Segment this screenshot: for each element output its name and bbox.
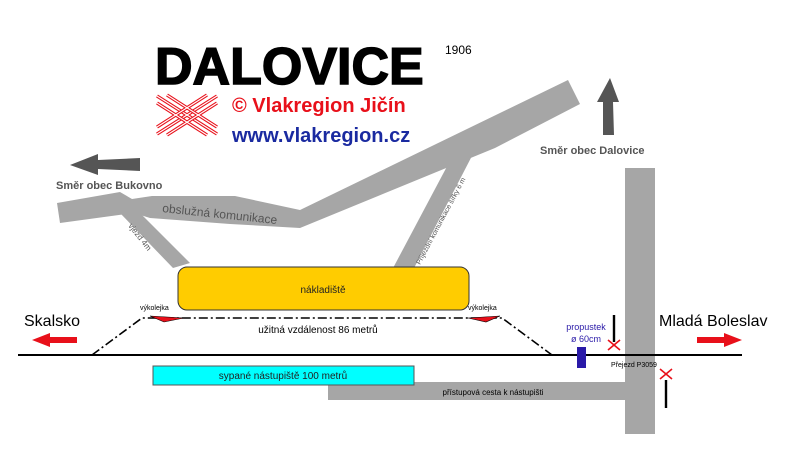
direction-bukovno-label: Směr obec Bukovno xyxy=(56,180,163,192)
culvert-size-label: ø 60cm xyxy=(571,334,601,344)
siding-track xyxy=(91,317,553,356)
direction-right-label: Mladá Boleslav xyxy=(659,313,768,330)
service-road xyxy=(57,80,580,228)
website-label: www.vlakregion.cz xyxy=(231,125,410,147)
direction-arrows-gray xyxy=(70,78,619,175)
loading-area-label: nákladiště xyxy=(300,285,345,296)
crossing-cross-icon xyxy=(607,339,621,351)
crossing-signal-upper xyxy=(607,315,621,351)
derailer-right-label: výkolejka xyxy=(468,305,497,312)
direction-left-label: Skalsko xyxy=(24,313,80,330)
access-path-label: přístupová cesta k nástupišti xyxy=(443,388,544,397)
bukovno-arrow-icon xyxy=(70,154,140,175)
crossing-cross-icon xyxy=(659,368,673,380)
direction-dalovice-label: Směr obec Dalovice xyxy=(540,145,645,157)
crossed-rails-logo xyxy=(156,93,218,137)
usable-length-label: užitná vzdálenost 86 metrů xyxy=(258,324,378,336)
dalovice-road xyxy=(625,168,655,434)
station-name: DALOVICE xyxy=(155,38,424,96)
year-label: 1906 xyxy=(445,43,472,57)
crossing-label: Přejezd P3059 xyxy=(611,362,657,369)
derailer-left-icon xyxy=(149,315,185,323)
driveway-road xyxy=(392,152,474,270)
crossing-signal-lower xyxy=(659,368,673,408)
culvert-marker xyxy=(577,347,586,368)
culvert-label: propustek xyxy=(566,322,606,332)
derailer-right-icon xyxy=(467,315,501,323)
platform xyxy=(152,365,415,386)
mlada-boleslav-arrow-icon xyxy=(697,333,742,347)
road-network xyxy=(57,80,655,434)
skalsko-arrow-icon xyxy=(32,333,77,347)
entrance-road xyxy=(120,208,190,268)
access-path xyxy=(328,382,628,400)
loading-area xyxy=(177,266,470,311)
derailer-left-label: výkolejka xyxy=(140,305,169,312)
copyright-label: © Vlakregion Jičín xyxy=(232,95,406,117)
platform-label: sypané nástupiště 100 metrů xyxy=(219,370,347,382)
dalovice-arrow-icon xyxy=(597,78,619,135)
